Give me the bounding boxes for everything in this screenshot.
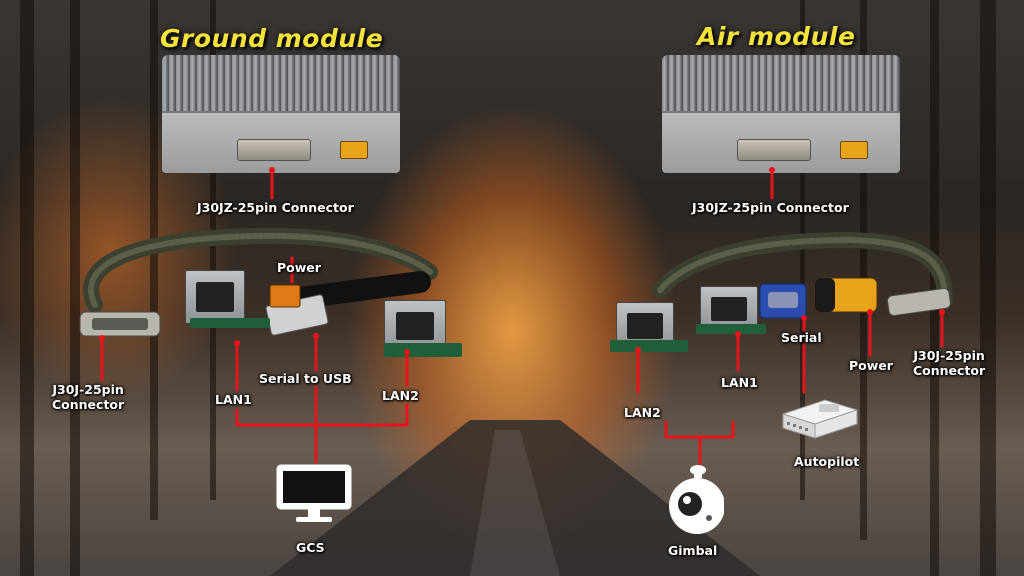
gcs-label: GCS (296, 540, 325, 555)
monitor-icon (276, 464, 352, 522)
ground-lan1-label: LAN1 (215, 392, 252, 407)
ground-j30j-label: J30J-25pin Connector (52, 382, 125, 412)
connector-panel (662, 111, 900, 173)
ground-module-connector-label: J30JZ-25pin Connector (197, 200, 354, 215)
air-module-title: Air module (697, 22, 856, 51)
j30jz-connector (237, 139, 311, 161)
ground-module-unit (162, 55, 400, 173)
ground-power-plug (269, 284, 301, 308)
air-j30j-connector (887, 287, 951, 317)
gimbal-camera-icon (669, 465, 724, 534)
heatsink-fins (162, 55, 400, 113)
serial-to-usb-label: Serial to USB (259, 371, 352, 386)
power-port (340, 141, 368, 159)
ground-power-label: Power (277, 260, 321, 275)
ground-module-title: Ground module (160, 24, 384, 53)
heatsink-fins (662, 55, 900, 113)
air-j30j-label: J30J-25pin Connector (913, 348, 986, 378)
autopilot-icon (782, 399, 858, 439)
power-port (840, 141, 868, 159)
connector-panel (162, 111, 400, 173)
air-module-unit (662, 55, 900, 173)
ground-lan2-label: LAN2 (382, 388, 419, 403)
j30jz-connector (737, 139, 811, 161)
air-module-connector-label: J30JZ-25pin Connector (692, 200, 849, 215)
air-power-label: Power (849, 358, 893, 373)
autopilot-label: Autopilot (794, 454, 860, 469)
air-lan1-label: LAN1 (721, 375, 758, 390)
air-lan2-label: LAN2 (624, 405, 661, 420)
air-serial-label: Serial (781, 330, 822, 345)
ground-lan1-port (185, 270, 245, 324)
gimbal-label: Gimbal (668, 543, 718, 558)
